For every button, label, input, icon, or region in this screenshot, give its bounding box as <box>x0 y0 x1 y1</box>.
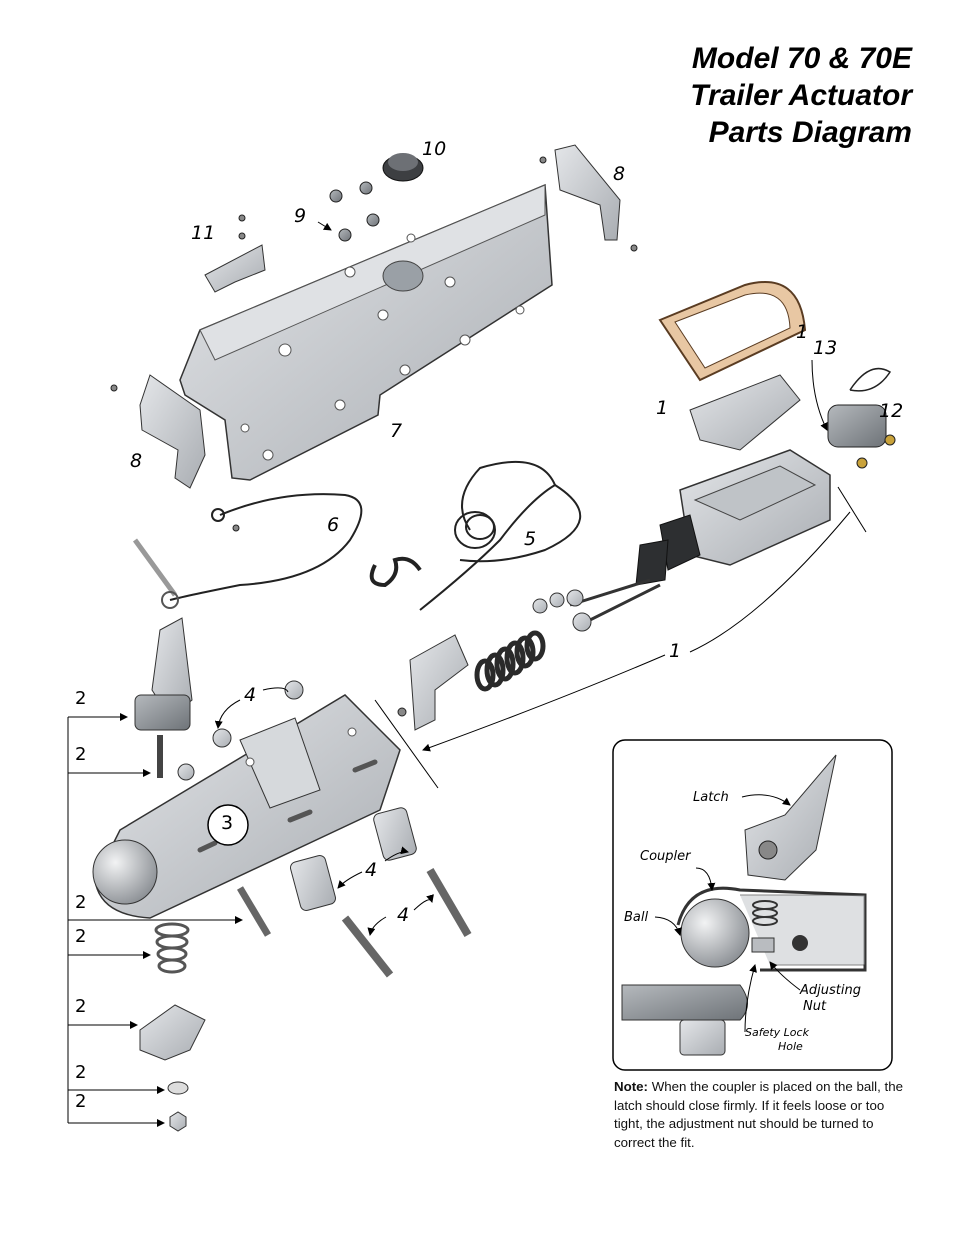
callout-1-assembly: 1 <box>669 640 682 662</box>
inset-label-adjusting-1: Adjusting <box>800 983 861 998</box>
callout-4-pins: 4 <box>397 904 410 926</box>
title-line-1: Model 70 & 70E <box>691 42 912 75</box>
leader-lines <box>214 221 867 936</box>
housing-shell <box>179 183 553 481</box>
callout-4-rollers: 4 <box>365 859 378 881</box>
callout-6-breakaway-cable: 6 <box>327 514 340 536</box>
callout-2-bolt: 2 <box>75 744 87 765</box>
callout-5-safety-cable: 5 <box>524 528 537 550</box>
release-pin <box>132 538 178 597</box>
callout-3-coupler: 3 <box>221 812 234 834</box>
inset-detail-box <box>612 739 893 1071</box>
side-plate-right <box>554 144 621 241</box>
callout-1-gasket: 1 <box>796 321 809 343</box>
callout-7-housing: 7 <box>390 420 403 442</box>
master-cylinder <box>569 449 831 627</box>
breakaway-cable <box>169 493 363 601</box>
coupler-small-parts <box>139 922 206 1132</box>
mounting-bolts <box>329 181 380 242</box>
rollers-and-pins <box>236 807 472 978</box>
callout-12-solenoid: 12 <box>879 400 904 422</box>
callout-2-latch: 2 <box>75 688 87 709</box>
inset-label-adjusting-2: Nut <box>803 999 827 1014</box>
coupler-body <box>92 694 401 919</box>
callout-1-diaphragm: 1 <box>656 397 669 419</box>
adjustment-note: Note: When the coupler is placed on the … <box>614 1078 914 1152</box>
inset-label-ball: Ball <box>624 910 649 925</box>
callout-13-wire: 13 <box>813 337 838 359</box>
washers-and-nuts <box>532 589 592 632</box>
coupler-latch <box>134 617 193 778</box>
note-text: When the coupler is placed on the ball, … <box>614 1079 904 1150</box>
callout-2-clip: 2 <box>75 996 87 1017</box>
callout-8-side-plate-left: 8 <box>130 450 143 472</box>
inset-label-latch: Latch <box>693 790 729 805</box>
callout-bracket-2 <box>67 713 243 1127</box>
solenoid-valve <box>827 367 896 469</box>
callout-8-side-plate-right: 8 <box>613 163 626 185</box>
shock-spring <box>474 630 546 692</box>
inset-label-safety-2: Hole <box>778 1040 803 1053</box>
inset-label-coupler: Coupler <box>640 849 691 864</box>
small-bracket <box>204 244 266 293</box>
note-label: Note: <box>614 1079 648 1094</box>
callout-2-spring: 2 <box>75 926 87 947</box>
side-plate-left <box>139 374 206 489</box>
latch-nuts <box>177 680 304 781</box>
title-line-3: Parts Diagram <box>708 116 912 149</box>
callout-9-bolts: 9 <box>294 205 307 227</box>
cylinder-bracket <box>409 634 469 731</box>
diaphragm <box>689 374 801 451</box>
callout-2-pin: 2 <box>75 892 87 913</box>
housing-cap <box>382 153 424 182</box>
callout-10-cap: 10 <box>422 138 447 160</box>
safety-cable <box>369 460 582 611</box>
callout-2-washer: 2 <box>75 1062 87 1083</box>
title-line-2: Trailer Actuator <box>690 79 912 112</box>
callout-4-nuts: 4 <box>244 684 257 706</box>
callout-11-bracket: 11 <box>191 222 216 244</box>
callout-2-nut: 2 <box>75 1091 87 1112</box>
inset-label-safety-1: Safety Lock <box>745 1026 809 1039</box>
